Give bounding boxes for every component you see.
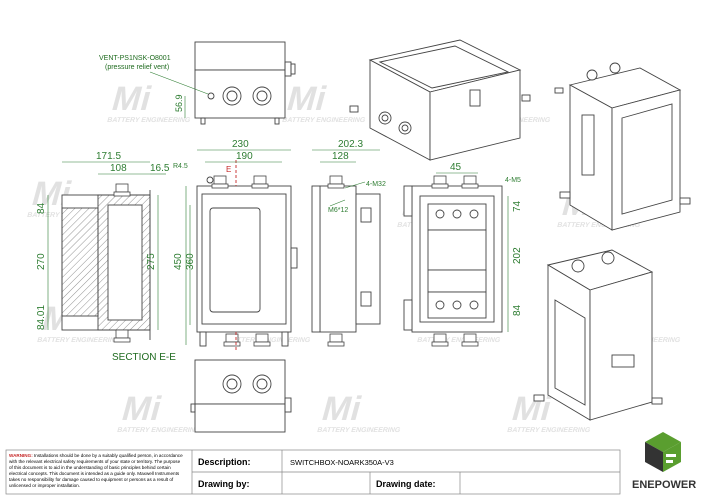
gland-icon <box>378 111 392 125</box>
section-mark-top: E <box>226 165 231 174</box>
vent-icon <box>207 92 215 100</box>
svg-text:171.5: 171.5 <box>96 151 121 162</box>
gland-icon <box>222 86 242 106</box>
side-dim-labels: 202.3 128 4-M32 M6*12 <box>328 139 386 214</box>
watermark-logo: Mi <box>508 391 556 428</box>
gland-icon <box>398 121 412 135</box>
description-value: SWITCHBOX-NOARK350A-V3 <box>290 458 394 467</box>
top-view <box>194 41 296 125</box>
watermark-tagline: BATTERY ENGINEERING <box>416 336 501 344</box>
svg-text:128: 128 <box>332 151 349 162</box>
watermark-logo: Mi <box>318 391 366 428</box>
interior-dims <box>436 172 509 332</box>
watermark-logo: Mi <box>283 81 331 118</box>
warning-line: unlicensed or improper installation. <box>9 483 80 488</box>
gland-icon <box>252 374 272 394</box>
svg-text:230: 230 <box>232 139 249 150</box>
warning-label: WARNING: <box>9 453 33 458</box>
iso-view-closed <box>533 249 663 421</box>
front-view <box>196 160 298 352</box>
gland-icon <box>222 374 242 394</box>
iso-view-front-right <box>554 62 691 231</box>
gland-icon <box>609 62 621 74</box>
drawing-date-label: Drawing date: <box>376 479 436 489</box>
iso-view-open <box>349 39 531 161</box>
svg-text:4-M5: 4-M5 <box>505 177 521 184</box>
svg-text:360: 360 <box>185 253 196 270</box>
svg-text:74: 74 <box>512 200 523 212</box>
svg-text:270: 270 <box>36 253 47 270</box>
svg-text:45: 45 <box>450 162 462 173</box>
title-block: WARNING: Installations should be done by… <box>5 449 621 495</box>
bottom-view <box>190 359 292 433</box>
warning-line: electrical concepts. This document is in… <box>9 471 180 476</box>
description-label: Description: <box>198 457 251 467</box>
vent-icon <box>206 176 214 184</box>
svg-text:202.3: 202.3 <box>338 139 363 150</box>
svg-text:450: 450 <box>173 253 184 270</box>
vent-callout: VENT-PS1NSK-O8001 (pressure relief vent) <box>99 55 209 95</box>
svg-text:275: 275 <box>146 253 157 270</box>
watermark-tagline: BATTERY ENGINEERING <box>106 116 191 124</box>
svg-text:M6*12: M6*12 <box>328 207 348 214</box>
watermark-tagline: BATTERY ENGINEERING <box>506 426 591 434</box>
watermark-tagline: BATTERY ENGINEERING <box>556 221 641 229</box>
interior-view <box>403 175 503 347</box>
side-view <box>311 175 381 347</box>
watermark-tagline: BATTERY ENGINEERING <box>316 426 401 434</box>
gland-icon <box>252 86 272 106</box>
watermark-logo: Mi <box>118 391 166 428</box>
watermark-tagline: BATTERY ENGINEERING <box>226 336 311 344</box>
vent-part-label: VENT-PS1NSK-O8001 <box>99 55 171 62</box>
warning-line: with the relevant electrical safety requ… <box>9 459 181 464</box>
svg-text:84: 84 <box>512 304 523 316</box>
gland-icon <box>601 251 615 265</box>
watermark-tagline: BATTERY ENGINEERING <box>281 116 366 124</box>
svg-text:R4.5: R4.5 <box>173 163 188 170</box>
warning-line: WARNING: Installations should be done by… <box>9 453 183 458</box>
svg-text:108: 108 <box>110 163 127 174</box>
warning-line: of this document is to aid in the unders… <box>9 465 171 470</box>
interior-dim-labels: 45 4-M5 74 202 84 <box>450 162 523 316</box>
watermark-tagline: BATTERY ENGINEERING <box>116 426 201 434</box>
front-dims <box>185 149 291 345</box>
drawing-by-label: Drawing by: <box>198 479 250 489</box>
svg-text:84.01: 84.01 <box>36 305 47 330</box>
gland-icon <box>571 259 585 273</box>
side-dims <box>312 149 380 207</box>
svg-text:202: 202 <box>512 247 523 264</box>
warning-line: takes no responsibility for damage cause… <box>9 477 174 482</box>
section-label: SECTION E-E <box>112 352 176 363</box>
watermark-logo: Mi <box>108 81 156 118</box>
gland-icon <box>586 69 598 81</box>
section-dim-labels: 171.5 108 16.5 84 270 275 84.01 SECTION … <box>36 151 176 363</box>
section-view <box>61 183 151 343</box>
dim-56-9: 56.9 <box>174 94 186 118</box>
watermark-tagline: BATTERY ENGINEERING <box>36 336 121 344</box>
brand-name: ENEPOWER <box>632 479 696 491</box>
svg-text:4-M32: 4-M32 <box>366 181 386 188</box>
section-dims <box>47 161 166 330</box>
vent-desc-label: (pressure relief vent) <box>105 64 169 71</box>
svg-text:16.5: 16.5 <box>150 163 170 174</box>
svg-text:56.9: 56.9 <box>174 94 184 112</box>
svg-text:84: 84 <box>36 202 47 214</box>
svg-text:190: 190 <box>236 151 253 162</box>
enepower-logo: ENEPOWER <box>632 432 696 491</box>
front-dim-labels: 230 190 R4.5 450 360 E <box>173 139 253 270</box>
